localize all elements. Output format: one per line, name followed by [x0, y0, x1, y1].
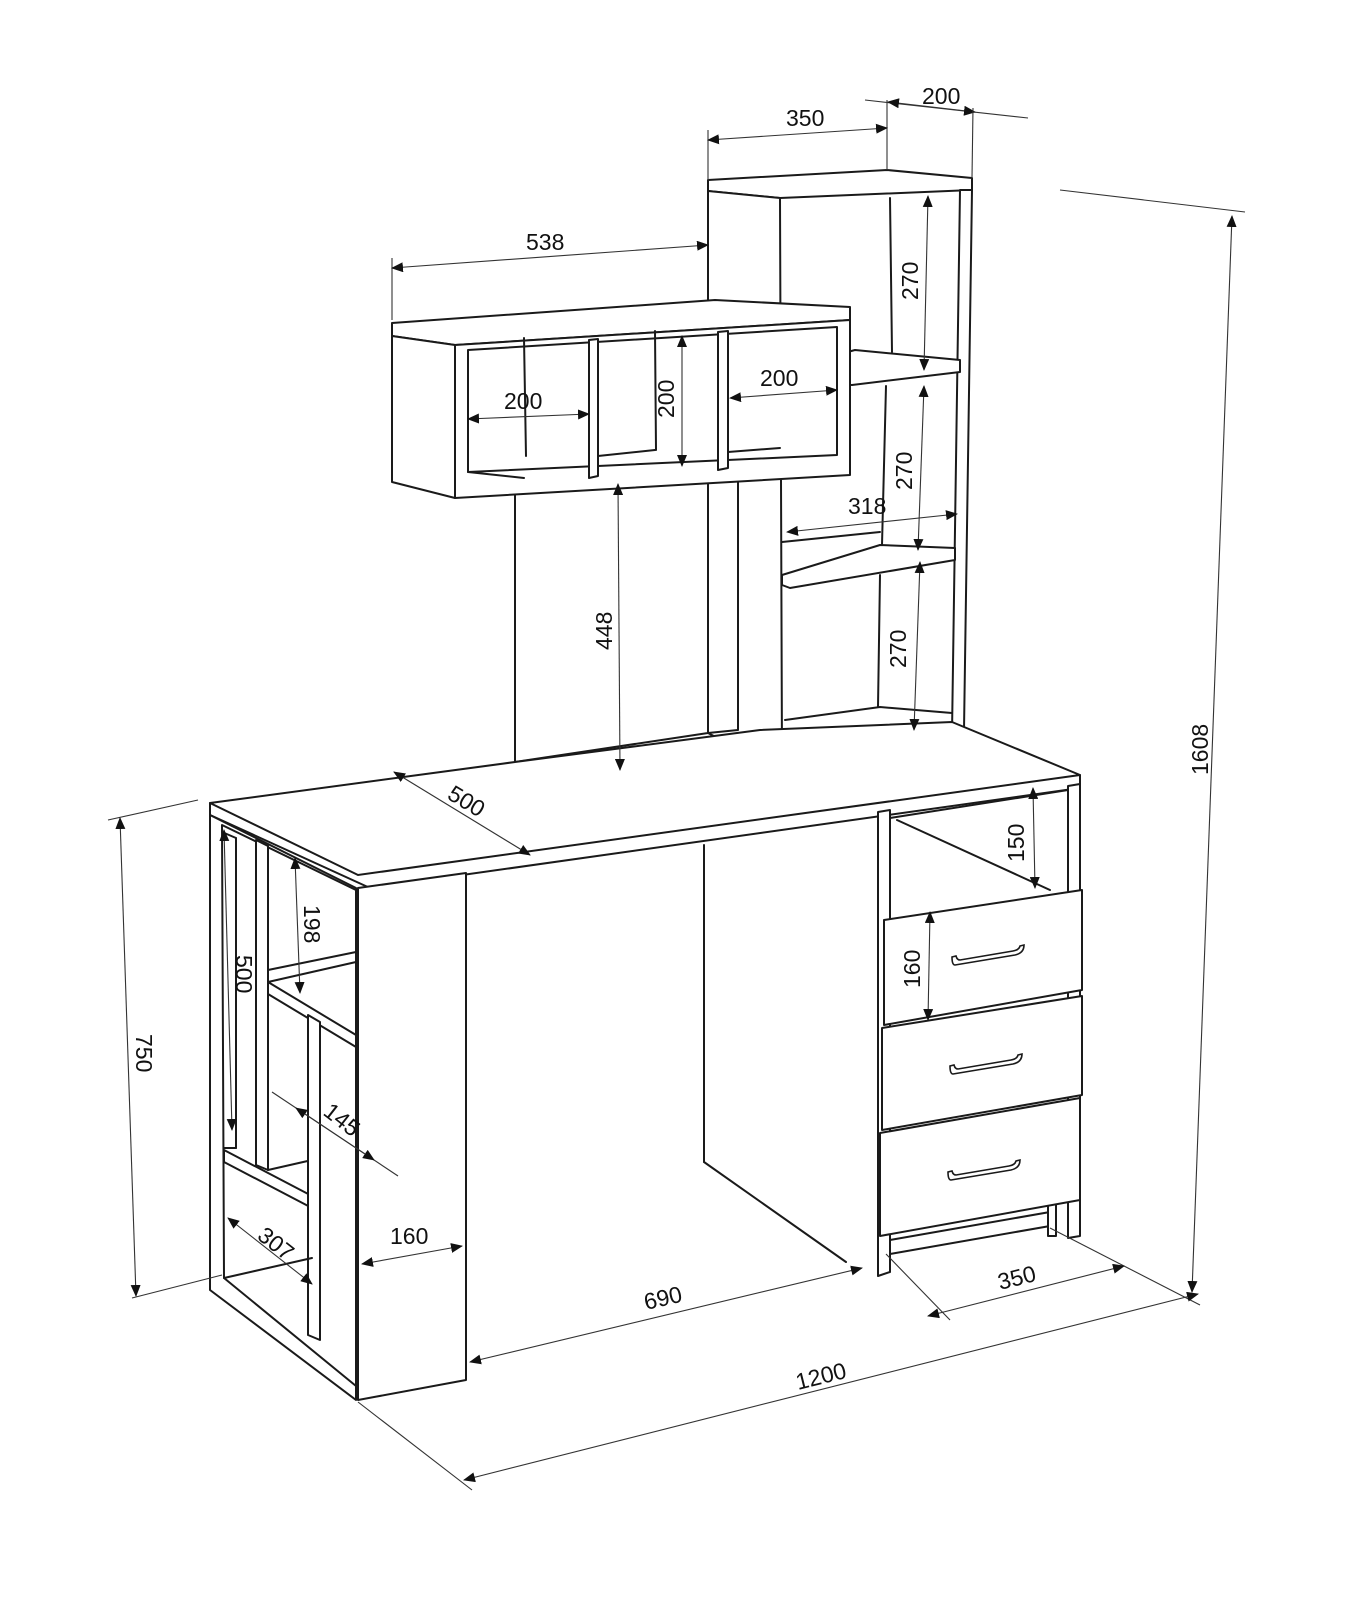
- tower-shelf-2-back: [781, 531, 881, 543]
- dim-pedestal-width: 160: [390, 1223, 428, 1249]
- dim-shelf-top-depth: 200: [922, 83, 960, 109]
- tower-top-cap: [707, 169, 973, 199]
- tower-bottom-edge: [784, 705, 953, 721]
- left-divider: [307, 1014, 321, 1341]
- support-panel-side: [707, 467, 739, 734]
- dim-tower-width: 350: [786, 105, 824, 131]
- long-shelf-left-end: [391, 335, 456, 499]
- drawer-2-handle-icon: [949, 1052, 1023, 1075]
- dim-tower-section-1: 270: [897, 262, 923, 300]
- left-shelf-lower-back: [267, 1159, 313, 1171]
- left-shelf-upper: [267, 951, 357, 983]
- right-niche-floor: [896, 819, 1051, 891]
- dim-cell-width-right: 200: [760, 365, 798, 391]
- dim-left-section-height: 198: [299, 905, 325, 943]
- dimension-labels: 200 350 538 270 270 270 200 200 200 318 …: [131, 83, 1213, 1395]
- drawer-3-handle-icon: [947, 1158, 1021, 1181]
- left-pedestal: [357, 872, 467, 1401]
- dim-drawer-height: 160: [899, 950, 925, 988]
- dim-tower-inner-width: 318: [848, 493, 886, 519]
- dim-desk-height: 750: [131, 1034, 157, 1072]
- dim-total-width: 1200: [793, 1357, 849, 1395]
- dim-long-shelf-width: 538: [526, 229, 564, 255]
- tower-back-edge-1: [889, 197, 893, 353]
- left-inner-panel: [255, 839, 269, 1171]
- long-shelf-back-1: [523, 337, 527, 457]
- tower-right-panel: [951, 189, 973, 734]
- drawer-3: [879, 1097, 1081, 1237]
- long-shelf-opening: [467, 326, 838, 473]
- long-shelf-divider-2: [717, 330, 729, 471]
- desktop-front-edge: [209, 774, 1081, 877]
- dim-cell-width-left: 200: [504, 388, 542, 414]
- dim-left-inner-height: 500: [231, 955, 257, 993]
- drawer-2: [881, 995, 1083, 1131]
- superstructure: [391, 169, 973, 763]
- drawer-1-handle-icon: [951, 943, 1025, 966]
- dim-tower-section-2: 270: [891, 452, 917, 490]
- left-shelf-slant: [267, 981, 357, 1048]
- dim-superstructure-height: 448: [591, 612, 617, 650]
- long-shelf-bottom-rail: [467, 471, 525, 479]
- drawer-2-front: [881, 995, 1083, 1131]
- long-shelf-back-2: [654, 330, 657, 451]
- dim-cell-height: 200: [653, 380, 679, 418]
- desktop: [209, 721, 1081, 889]
- long-shelf-divider-1: [588, 338, 599, 479]
- tower-shelf-2: [781, 544, 956, 589]
- dimension-lines: [107, 98, 1246, 1491]
- tower-back-edge-3: [877, 574, 881, 708]
- dim-total-height: 1608: [1187, 724, 1213, 775]
- dim-tower-section-3: 270: [885, 630, 911, 668]
- drawer-3-front: [879, 1097, 1081, 1237]
- long-shelf-cell-floor-2: [727, 447, 781, 453]
- long-shelf-cell-floor: [597, 449, 656, 457]
- dim-top-niche-height: 150: [1003, 824, 1029, 862]
- knee-floor-line: [703, 1161, 847, 1263]
- dim-knee-space-width: 690: [641, 1281, 684, 1315]
